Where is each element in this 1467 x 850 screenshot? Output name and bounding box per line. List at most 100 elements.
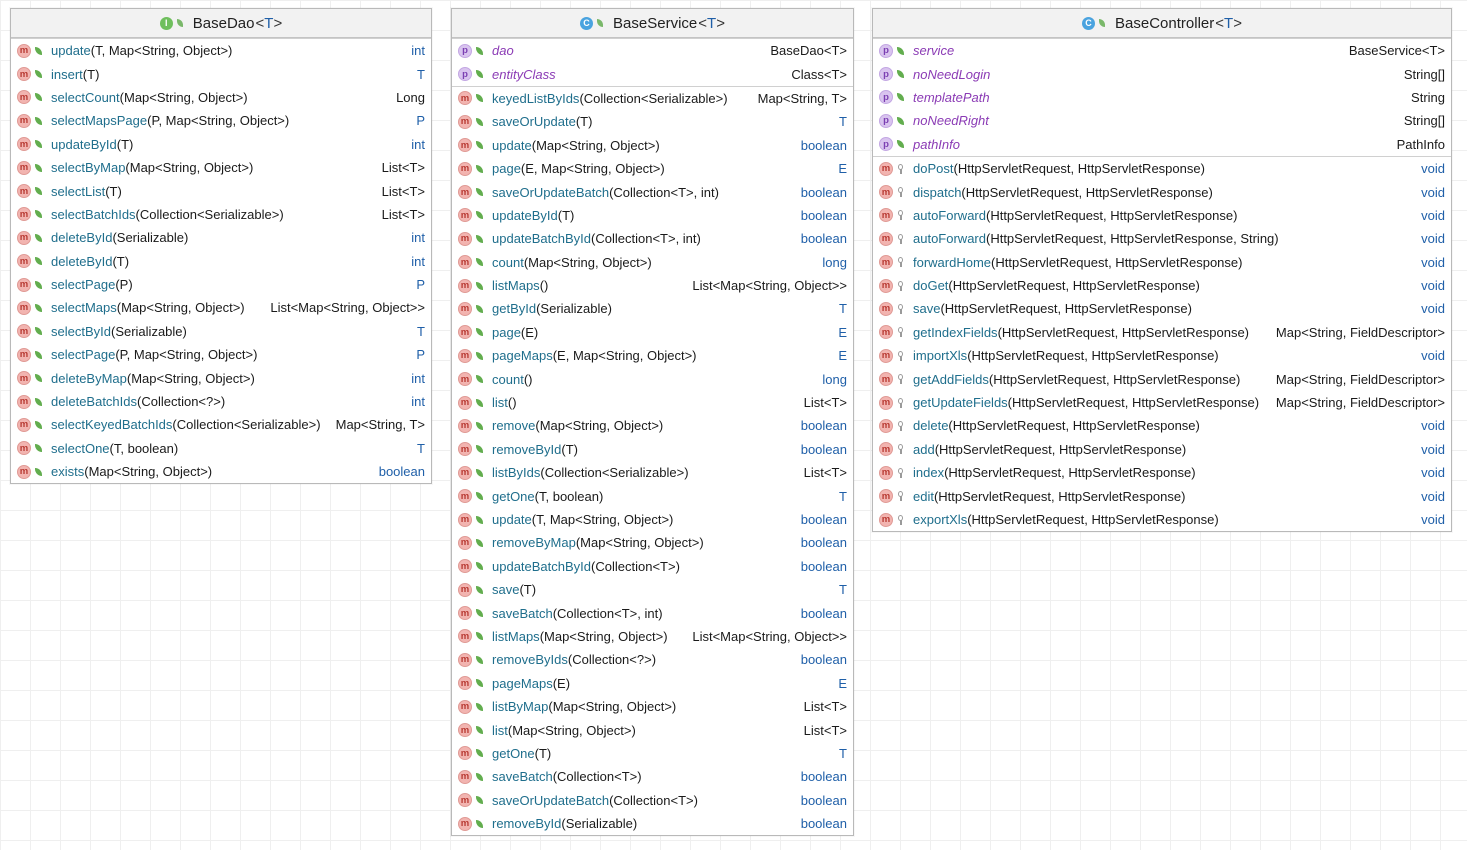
method-icon: m xyxy=(458,185,472,200)
public-icon xyxy=(33,325,45,337)
method-params: (HttpServletRequest, HttpServletResponse… xyxy=(997,324,1250,340)
method-params: () xyxy=(539,278,549,294)
public-icon xyxy=(474,584,486,596)
method-name: page xyxy=(492,161,521,177)
method-name: importXls xyxy=(913,348,968,364)
method-name: updateById xyxy=(51,136,117,152)
return-type: boolean xyxy=(800,207,847,223)
field-name: service xyxy=(913,43,955,59)
method-icon: m xyxy=(17,137,31,152)
public-icon xyxy=(33,442,45,454)
method-name: list xyxy=(492,395,508,411)
field-name: pathInfo xyxy=(913,136,960,152)
method-icon: m xyxy=(458,465,472,480)
method-icon: m xyxy=(17,347,31,362)
method-params: () xyxy=(523,371,533,387)
protected-icon xyxy=(895,280,907,292)
type-parameter: <T> xyxy=(1215,14,1242,32)
method-name: update xyxy=(51,43,91,59)
return-type: boolean xyxy=(800,652,847,668)
method-icon: m xyxy=(879,348,893,363)
protected-icon xyxy=(895,350,907,362)
